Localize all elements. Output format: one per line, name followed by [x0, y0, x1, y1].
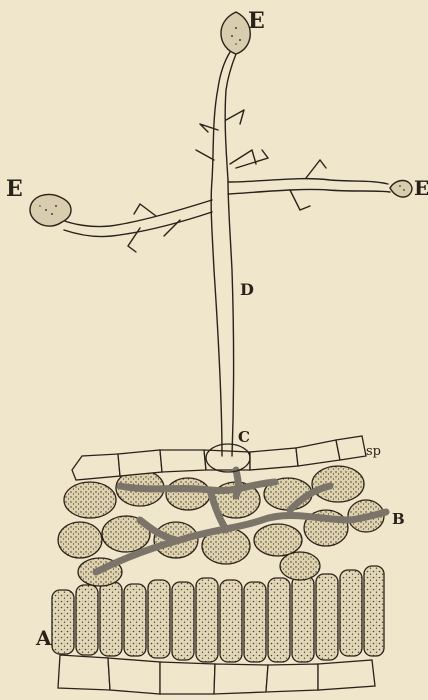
label-a: A: [36, 628, 52, 648]
label-sp: sp: [366, 445, 381, 458]
sporangia: [30, 12, 412, 226]
label-e-top: E: [248, 10, 265, 32]
label-e-left: E: [6, 178, 23, 200]
sporangium-right: [390, 181, 412, 198]
sporangium-top: [221, 12, 250, 54]
label-e-right: E: [414, 178, 428, 198]
label-b: B: [392, 512, 405, 527]
leaf-tissue: [52, 436, 384, 694]
lower-epidermis: [58, 655, 375, 694]
conidiophore: [62, 52, 390, 456]
label-c: C: [238, 430, 250, 445]
label-d: D: [240, 282, 254, 298]
